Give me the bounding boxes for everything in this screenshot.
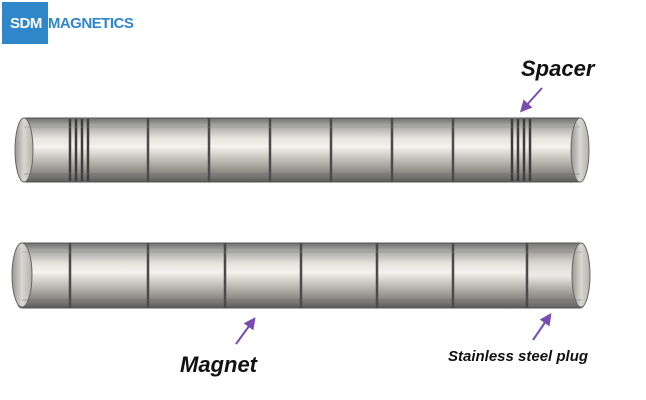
spacer-label: Spacer	[521, 56, 595, 81]
plug-arrow	[532, 313, 552, 341]
sdm-magnetics-logo: SDM MAGNETICS	[2, 2, 134, 44]
magnet-arrow	[235, 317, 256, 345]
magnet-label: Magnet	[180, 352, 257, 377]
plug-label: Stainless steel plug	[448, 348, 589, 365]
spacer-rings-left	[68, 119, 90, 181]
logo-mark: SDM	[2, 2, 48, 44]
spacer-arrow	[519, 87, 543, 113]
spacer-rings-right	[510, 119, 532, 181]
logo-wordmark: MAGNETICS	[47, 14, 134, 32]
magnet-segment-joints-bottom	[68, 243, 529, 308]
rod-with-spacers	[14, 117, 590, 183]
magnet-segment-joints-top	[146, 118, 455, 182]
rod-standard	[11, 242, 591, 309]
